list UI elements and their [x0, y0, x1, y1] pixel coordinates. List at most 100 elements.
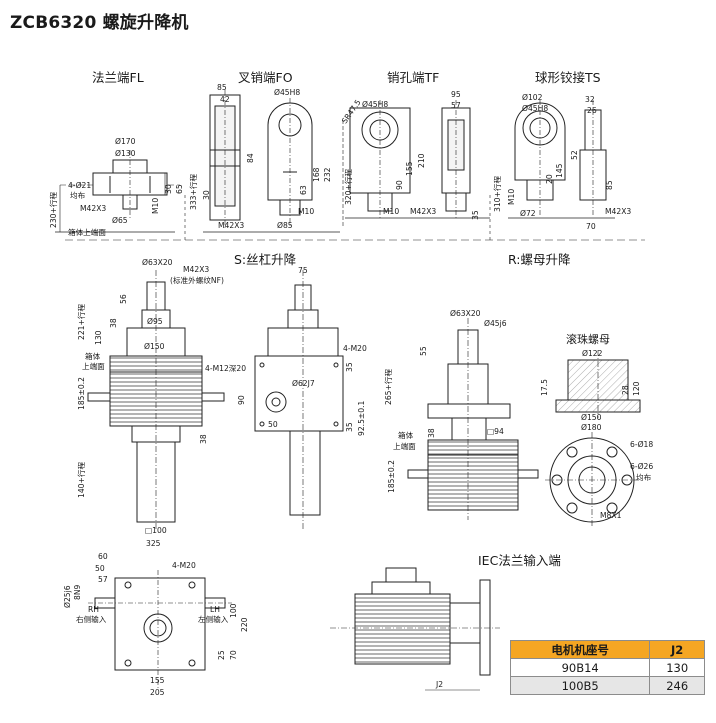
top-view-drawing	[88, 570, 232, 690]
dim-tf-m10: M10	[383, 207, 400, 216]
dim-t-60: 60	[98, 552, 108, 561]
dim-t-50: 50	[95, 564, 105, 573]
dim-t-4m20: 4-M20	[172, 561, 196, 570]
dim-ts-52: 52	[570, 150, 579, 160]
s-front-view-drawing	[87, 270, 225, 530]
dim-t-8n9: 8N9	[73, 584, 82, 600]
s-side-view-drawing	[254, 270, 344, 530]
dim-fl-4d21: 4-Ø21	[68, 181, 92, 190]
dim-ts-20: 20	[545, 174, 554, 184]
dim-s2-75: 75	[298, 266, 308, 275]
dim-s-box1: 箱体	[85, 352, 101, 361]
dim-r-55: 55	[419, 346, 428, 356]
dim-s-nf: (标准外螺纹NF)	[170, 276, 224, 285]
dim-fo-d85: Ø85	[277, 221, 293, 230]
dim-t-lh-cn: 左侧输入	[198, 615, 229, 624]
dim-fo-42: 42	[220, 95, 230, 104]
dim-ts-26: 26	[587, 106, 597, 115]
dim-fl-junbu: 均布	[70, 191, 86, 200]
dim-ts-310: 310+行程	[493, 175, 502, 212]
dim-tf-155: 155	[405, 161, 414, 177]
dim-fl-d170: Ø170	[115, 137, 136, 146]
dim-t-220: 220	[240, 617, 249, 633]
r-front-view-drawing	[407, 318, 539, 520]
dim-bn-d150: Ø150	[581, 413, 602, 422]
dim-fl-d65: Ø65	[112, 216, 128, 225]
dim-t-rh-cn: 右侧输入	[76, 615, 107, 624]
dim-tf-d45: Ø45H8	[362, 100, 389, 109]
dim-s-box2: 上端面	[82, 362, 105, 371]
dim-s-38b: 38	[199, 434, 208, 444]
dim-tf-57: 57	[451, 101, 461, 110]
dim-ts-d72: Ø72	[520, 209, 536, 218]
dim-fo-m10: M10	[298, 207, 315, 216]
table-cell: 90B14	[509, 658, 651, 677]
table-row: 100B5 246	[509, 676, 705, 695]
dim-s-140: 140+行程	[77, 461, 86, 498]
dim-s2-35a: 35	[345, 362, 354, 372]
dim-fo-85: 85	[217, 83, 227, 92]
dim-fl-30: 30	[164, 184, 173, 194]
dim-s2-50: 50	[268, 420, 278, 429]
dim-s-38: 38	[109, 318, 118, 328]
dim-fo-333: 333+行程	[189, 173, 198, 210]
dim-tf-210: 210	[417, 153, 426, 169]
ts-view-label: 球形铰接TS	[535, 70, 601, 85]
table-cell: 130	[649, 658, 705, 677]
dim-t-rh: RH	[88, 605, 99, 614]
dim-r-265: 265+行程	[384, 368, 393, 405]
dim-fo-168: 168	[312, 167, 321, 183]
ball-nut-label: 滚珠螺母	[566, 333, 610, 346]
dim-iec-j2: J2	[436, 680, 444, 689]
dim-fl-65: 65	[175, 184, 184, 194]
dim-bn-junbu: 均布	[636, 473, 652, 482]
dim-bn-6d18: 6-Ø18	[630, 440, 654, 449]
dim-bn-28: 28	[621, 385, 630, 395]
dim-r-d63: Ø63X20	[450, 309, 481, 318]
dim-fl-d130: Ø130	[115, 149, 136, 158]
dim-ts-70: 70	[586, 222, 596, 231]
fl-view-drawing	[55, 150, 180, 233]
dim-s-221: 221+行程	[77, 303, 86, 340]
dim-s-m42: M42X3	[183, 265, 210, 274]
dim-bn-6d26: 6-Ø26	[630, 462, 654, 471]
dim-s2-4m20: 4-M20	[343, 344, 367, 353]
dim-bn-d122: Ø122	[582, 349, 603, 358]
dim-fo-232: 232	[323, 167, 332, 183]
dim-s2-35b: 35	[345, 422, 354, 432]
dim-tf-95: 95	[451, 90, 461, 99]
dim-bn-d180: Ø180	[581, 423, 602, 432]
dim-r-box2: 上端面	[393, 442, 416, 451]
dim-s2-925: 92.5±0.1	[357, 400, 366, 436]
dim-t-25: 25	[217, 650, 226, 660]
s-view-label: S:丝杠升降	[234, 252, 297, 267]
r-view-label: R:螺母升降	[508, 252, 571, 267]
dim-tf-90: 90	[395, 180, 404, 190]
dim-ts-d45: Ø45H8	[522, 104, 549, 113]
table-row: 90B14 130	[509, 658, 705, 677]
dim-t-100: 100	[229, 603, 238, 619]
dim-t-57: 57	[98, 575, 108, 584]
dim-fl-m10: M10	[151, 197, 160, 214]
dim-fo-m42: M42X3	[218, 221, 245, 230]
dim-fl-230: 230+行程	[49, 191, 58, 228]
dim-s2-90: 90	[237, 395, 246, 405]
fo-view-drawing	[203, 90, 340, 233]
ball-nut-drawing	[545, 350, 641, 528]
dim-s-130: 130	[94, 330, 103, 346]
fl-view-label: 法兰端FL	[92, 70, 144, 85]
table-cell: 100B5	[509, 676, 651, 695]
dim-ts-85: 85	[605, 180, 614, 190]
iec-input-drawing	[330, 567, 500, 691]
dim-fo-30: 30	[202, 190, 211, 200]
dim-tf-35: 35	[471, 210, 480, 220]
ts-view-drawing	[508, 100, 615, 219]
dim-r-38: 38	[427, 428, 436, 438]
dim-ts-m10: M10	[507, 188, 516, 205]
dim-s-185: 185±0.2	[77, 377, 86, 410]
dim-tf-320: 320+行程	[344, 168, 353, 205]
table-header-cell: 电机机座号	[509, 640, 651, 659]
dim-t-lh: LH	[210, 605, 220, 614]
dim-s-d150: Ø150	[144, 342, 165, 351]
